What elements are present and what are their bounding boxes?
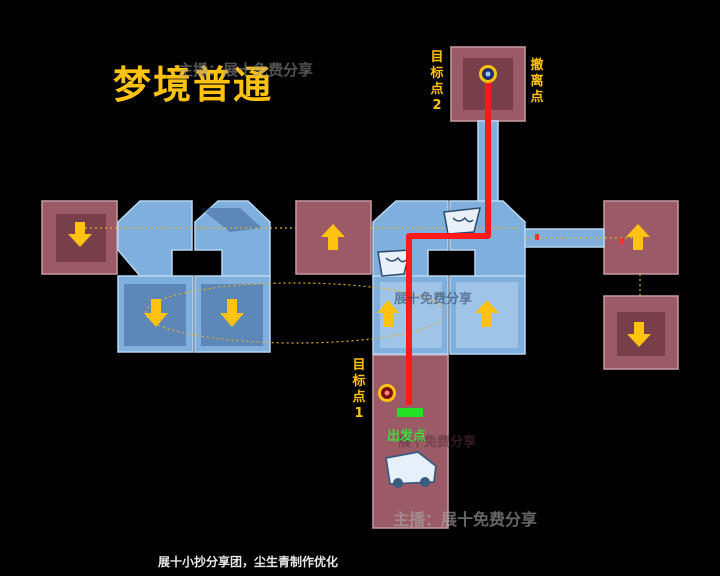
map-title: 梦境普通 xyxy=(113,63,274,107)
start-marker xyxy=(397,408,423,417)
exit-marker-icon xyxy=(479,65,497,83)
watermark-top: 主播：展十免费分享 xyxy=(178,61,314,79)
goal-2-label: 目标点2 xyxy=(430,50,444,113)
down-arrow-icon xyxy=(68,222,92,247)
enemy-icon xyxy=(377,249,411,277)
enemy-icon xyxy=(443,207,481,235)
route-path xyxy=(406,78,491,405)
down-arrow-icon xyxy=(220,299,244,327)
up-arrow-icon xyxy=(321,224,345,250)
watermark-mid: 展十免费分享 xyxy=(394,292,473,307)
up-arrow-icon xyxy=(626,224,650,250)
goal-1-label: 目标点1 xyxy=(352,358,366,421)
vehicle-icon xyxy=(384,451,437,488)
start-label: 出发点 xyxy=(387,429,427,444)
blue-room-left-a xyxy=(117,200,193,277)
down-arrow-icon xyxy=(627,322,651,347)
down-arrow-icon xyxy=(144,299,168,327)
target-marker-icon xyxy=(378,384,396,402)
up-arrow-icon xyxy=(475,300,499,327)
exit-label: 撤离点 xyxy=(530,58,544,105)
credit-text: 展十小抄分享团，尘生青制作优化 xyxy=(158,555,339,569)
watermark-mid-2: 展十免费分享 xyxy=(398,435,477,450)
arrows xyxy=(68,222,651,347)
up-arrow-icon xyxy=(377,300,399,327)
watermark-bottom: 主播：展十免费分享 xyxy=(393,510,538,529)
